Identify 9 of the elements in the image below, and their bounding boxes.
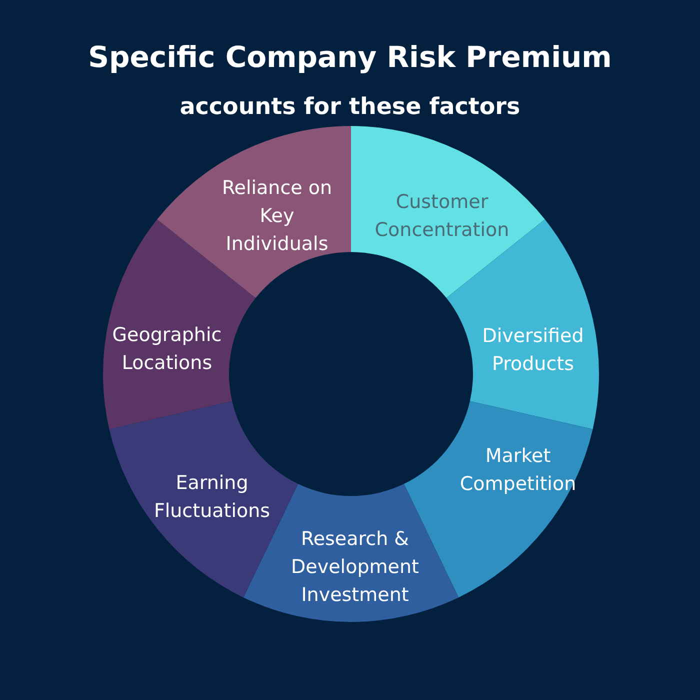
segment-label: Earning Fluctuations bbox=[152, 471, 272, 524]
segment-label: Geographic Locations bbox=[111, 323, 223, 376]
segment-label: Research & Development Investment bbox=[290, 527, 420, 608]
subtitle: accounts for these factors bbox=[178, 93, 522, 122]
segment-label: Diversified Products bbox=[481, 324, 585, 377]
title: Specific Company Risk Premium bbox=[87, 39, 613, 76]
segment-label: Customer Concentration bbox=[374, 190, 510, 243]
segment-label: Market Competition bbox=[458, 444, 578, 497]
segment-label: Reliance on Key Individuals bbox=[220, 176, 334, 257]
